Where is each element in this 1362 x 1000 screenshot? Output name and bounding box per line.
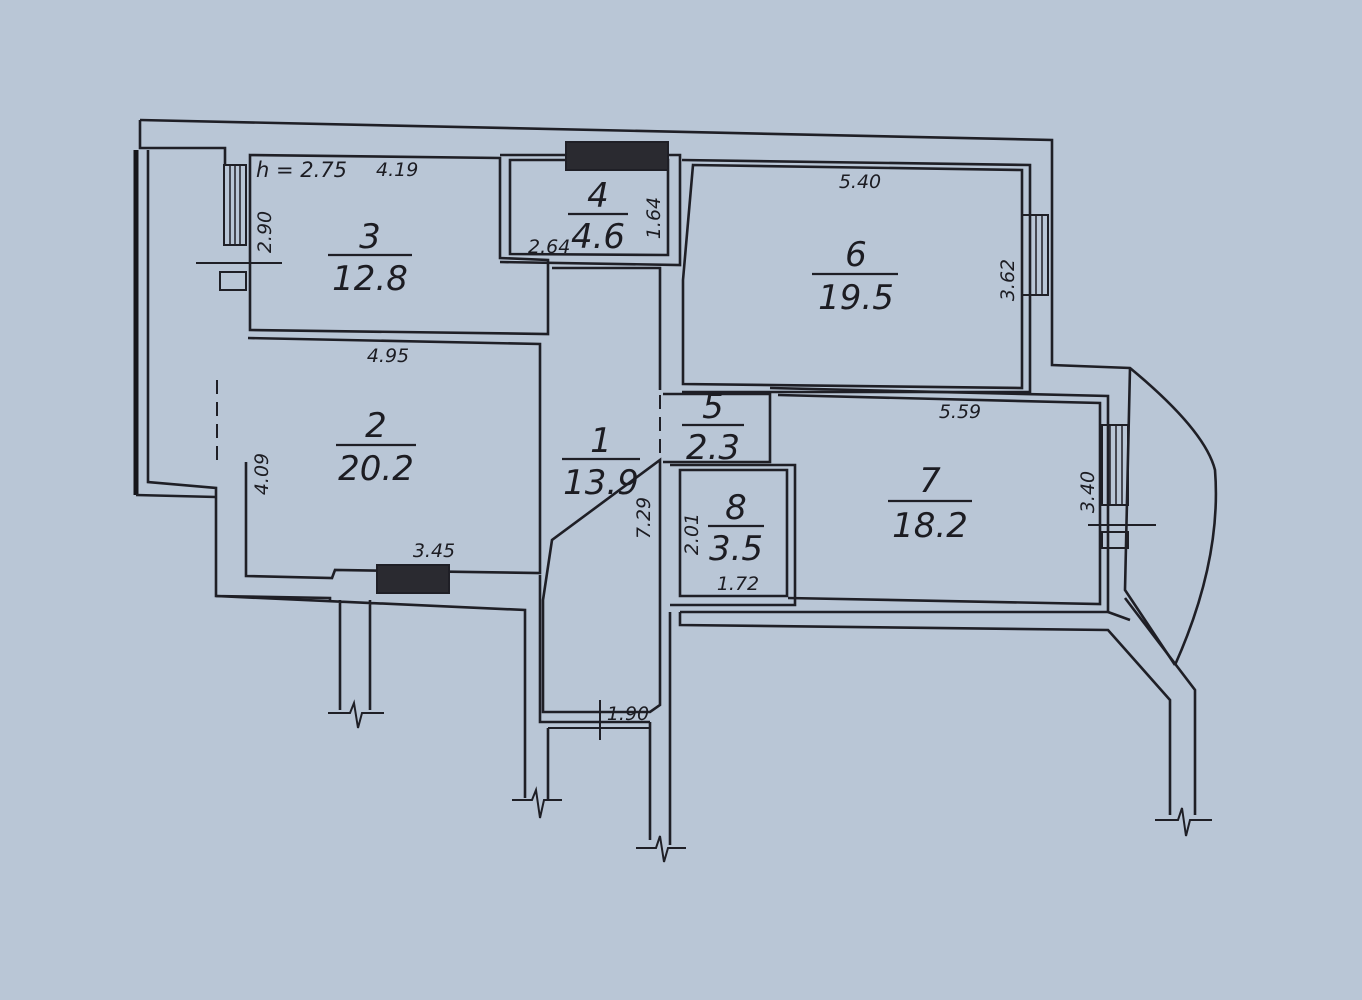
room-6-outer (681, 158, 1032, 394)
left-bottom-stub (215, 594, 527, 798)
window-room-6 (1021, 214, 1049, 296)
break-symbols (328, 699, 1212, 863)
dim-room-7-height: 3.40 (1077, 471, 1099, 513)
break-symbol-mid (512, 786, 562, 819)
room-4-number: 4 (587, 176, 609, 216)
openings (216, 380, 661, 460)
dim-room-6-width: 5.40 (839, 171, 881, 193)
room-1-area: 13.9 (563, 463, 639, 503)
ceiling-height-label: h = 2.75 (256, 158, 347, 182)
dim-room-8-width: 1.72 (717, 573, 759, 595)
dim-room-7-width: 5.59 (939, 401, 981, 423)
dim-room-3-height: 2.90 (254, 211, 276, 253)
room-6-number: 6 (845, 235, 867, 275)
room-4-area: 4.6 (571, 217, 625, 257)
break-symbol-right (1155, 807, 1212, 837)
room-1-walls (541, 266, 662, 714)
room-labels: 3 12.8 2 20.2 4 4.6 1 13.9 6 19.5 5 2.3 … (328, 176, 972, 569)
room-7-area: 18.2 (892, 506, 968, 546)
dim-room-1-height: 7.29 (633, 497, 655, 539)
room-1-number: 1 (590, 421, 612, 461)
outer-wall-left (138, 120, 227, 165)
left-loggia-base (135, 493, 217, 499)
corridor-marker (548, 700, 650, 740)
vent-grids (376, 141, 669, 594)
room-5-area: 2.3 (686, 428, 740, 468)
room-5-number: 5 (702, 387, 724, 427)
room-2-walls (244, 336, 542, 580)
lower-legs (546, 612, 672, 845)
dim-room-8-height: 2.01 (681, 513, 703, 555)
room-6-area: 19.5 (818, 278, 894, 318)
room-3-number: 3 (359, 217, 381, 257)
break-symbol-left (328, 699, 384, 729)
room-7-number: 7 (919, 461, 941, 501)
dim-room-1-width: 1.90 (607, 703, 649, 725)
room-8-outer (670, 463, 797, 607)
break-symbol-corridor (636, 835, 686, 863)
left-loggia (146, 150, 332, 602)
room-7-walls (777, 393, 1102, 606)
room-2-area: 20.2 (338, 449, 414, 489)
window-room-3 (196, 164, 282, 291)
outer-wall (139, 118, 1218, 666)
windows (196, 164, 1156, 549)
window-room-7 (1088, 424, 1156, 549)
dim-room-2-width-bottom: 3.45 (413, 540, 455, 562)
dim-room-4-width: 2.64 (528, 236, 570, 258)
vent-grid-room-4 (565, 141, 669, 171)
corridor-outer (538, 575, 650, 724)
dim-room-2-height: 4.09 (251, 453, 273, 495)
room-2-number: 2 (365, 406, 387, 446)
room-5-walls (663, 392, 772, 464)
room-8-number: 8 (725, 488, 747, 528)
dim-room-3-width: 4.19 (376, 159, 418, 181)
walls (133, 118, 1218, 845)
dim-room-6-height: 3.62 (997, 259, 1019, 301)
right-lower-wall (678, 597, 1197, 815)
vent-grid-room-2 (376, 564, 450, 594)
dim-room-4-height: 1.64 (643, 197, 665, 239)
dimension-labels: h = 2.75 4.19 2.90 2.64 1.64 5.40 3.62 4… (251, 158, 1099, 725)
room-3-walls (248, 153, 550, 336)
room-3-area: 12.8 (332, 259, 408, 299)
room-8-walls (678, 468, 789, 598)
dim-room-2-width-top: 4.95 (367, 345, 409, 367)
room-8-area: 3.5 (709, 529, 763, 569)
room-6-walls (681, 163, 1024, 390)
